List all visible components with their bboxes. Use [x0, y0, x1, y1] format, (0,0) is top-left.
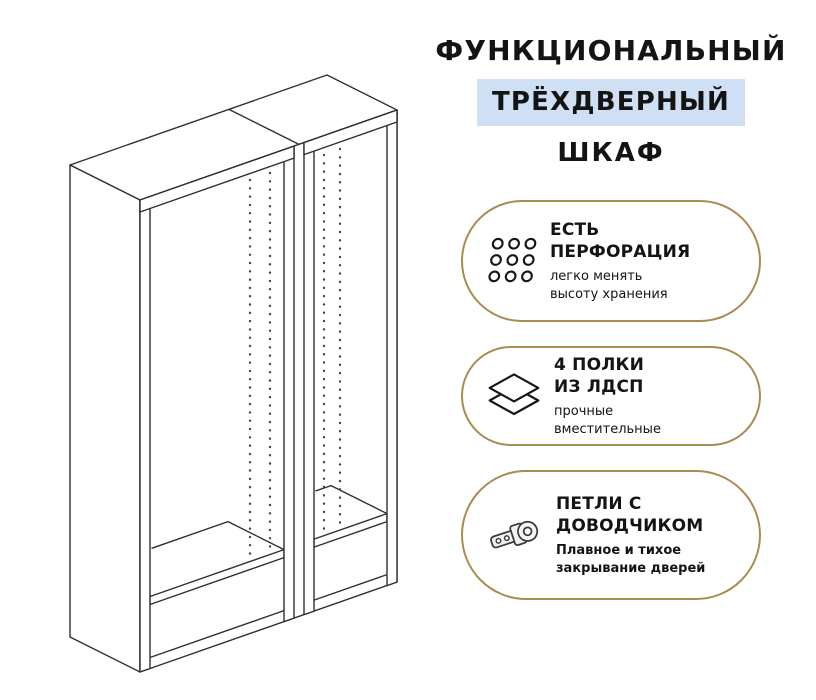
feature-badges: ЕСТЬ ПЕРФОРАЦИЯ легко менять высоту хран…: [420, 200, 802, 600]
feature-badge-perforation: ЕСТЬ ПЕРФОРАЦИЯ легко менять высоту хран…: [461, 200, 761, 322]
badge-heading: ПЕТЛИ С ДОВОДЧИКОМ: [556, 494, 704, 537]
title-line-2: ТРЁХДВЕРНЫЙ: [420, 79, 802, 126]
perforation-holes-icon: [487, 236, 537, 286]
wardrobe-illustration: [69, 74, 398, 673]
title-line-3: ШКАФ: [557, 138, 665, 168]
badge-subtext: Плавное и тихое закрывание дверей: [556, 543, 706, 576]
title-highlight: ТРЁХДВЕРНЫЙ: [476, 79, 746, 126]
soft-close-hinge-icon: [487, 507, 543, 563]
feature-badge-shelves: 4 ПОЛКИ ИЗ ЛДСП прочные вместительные: [461, 346, 761, 446]
left-side-panel: [69, 164, 141, 673]
shelves-stack-icon: [487, 372, 541, 420]
badge-subtext: легко менять высоту хранения: [550, 269, 668, 302]
info-panel: ФУНКЦИОНАЛЬНЫЙ ТРЁХДВЕРНЫЙ ШКАФ ЕСТЬ ПЕР…: [420, 34, 802, 600]
wardrobe-carcass: [69, 74, 398, 673]
front-frame-bands: [139, 109, 398, 673]
feature-badge-hinges: ПЕТЛИ С ДОВОДЧИКОМ Плавное и тихое закры…: [461, 470, 761, 600]
badge-subtext: прочные вместительные: [554, 404, 661, 437]
title-line-1: ФУНКЦИОНАЛЬНЫЙ: [435, 34, 787, 67]
badge-heading: 4 ПОЛКИ ИЗ ЛДСП: [554, 355, 645, 398]
badge-heading: ЕСТЬ ПЕРФОРАЦИЯ: [550, 220, 691, 263]
top-divider-edge: [228, 108, 300, 146]
